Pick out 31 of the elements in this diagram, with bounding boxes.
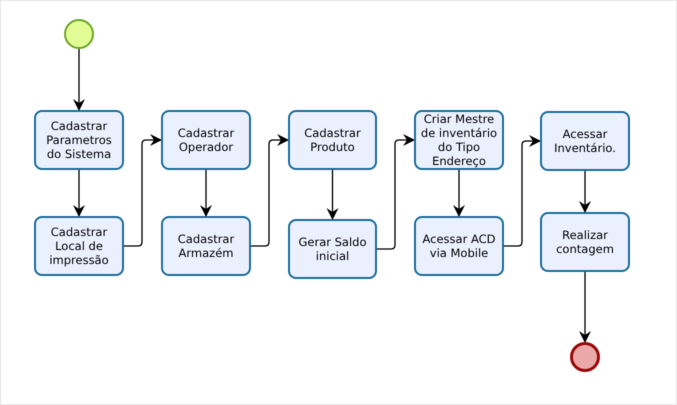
arrow bbox=[200, 170, 212, 217]
arrow bbox=[73, 49, 85, 111]
task-label: Cadastrar Armazém bbox=[176, 232, 236, 260]
task-label: Acessar ACD via Mobile bbox=[421, 232, 497, 260]
task-box bbox=[288, 110, 377, 170]
task-box bbox=[161, 216, 251, 276]
task-box bbox=[34, 216, 124, 276]
arrow bbox=[124, 134, 162, 247]
task-label: Cadastrar Local de impressão bbox=[48, 225, 110, 267]
task-box bbox=[34, 110, 124, 170]
task-box bbox=[288, 219, 377, 279]
arrow bbox=[251, 134, 289, 247]
arrow bbox=[453, 170, 465, 217]
task-label: Cadastrar Produto bbox=[303, 126, 362, 154]
arrow bbox=[377, 134, 415, 250]
task-box bbox=[414, 110, 504, 170]
arrow bbox=[73, 170, 85, 217]
task-label: Gerar Saldo inicial bbox=[297, 235, 368, 263]
task-box bbox=[414, 216, 504, 276]
task-box bbox=[161, 110, 251, 170]
arrow bbox=[326, 170, 338, 220]
task-label: Cadastrar Parametros do Sistema bbox=[45, 119, 113, 161]
arrow bbox=[579, 272, 591, 343]
arrow bbox=[579, 171, 591, 213]
task-box bbox=[540, 111, 630, 171]
task-box bbox=[540, 212, 630, 272]
task-label: Criar Mestre de inventário do Tipo Endereço bbox=[420, 112, 498, 168]
arrow bbox=[504, 135, 541, 247]
task-label: Cadastrar Operador bbox=[176, 126, 236, 154]
task-label: Acessar Inventário. bbox=[553, 127, 617, 155]
task-label: Realizar contagem bbox=[555, 228, 615, 256]
